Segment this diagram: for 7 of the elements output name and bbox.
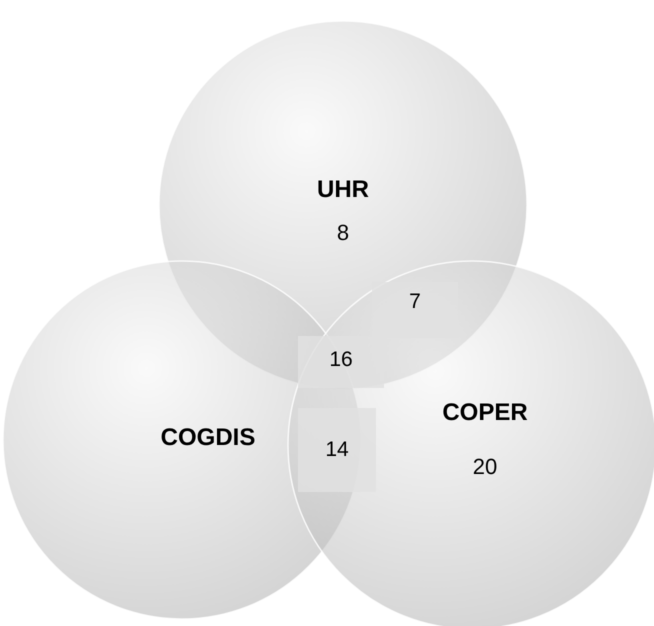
set-label: COPER	[442, 399, 528, 427]
set-label: COGDIS	[160, 424, 256, 452]
count-label: 8	[336, 220, 350, 246]
count-label: 14	[298, 408, 376, 492]
count-label: 20	[472, 454, 498, 480]
set-label: UHR	[317, 176, 369, 204]
count-label: 16	[298, 336, 384, 388]
